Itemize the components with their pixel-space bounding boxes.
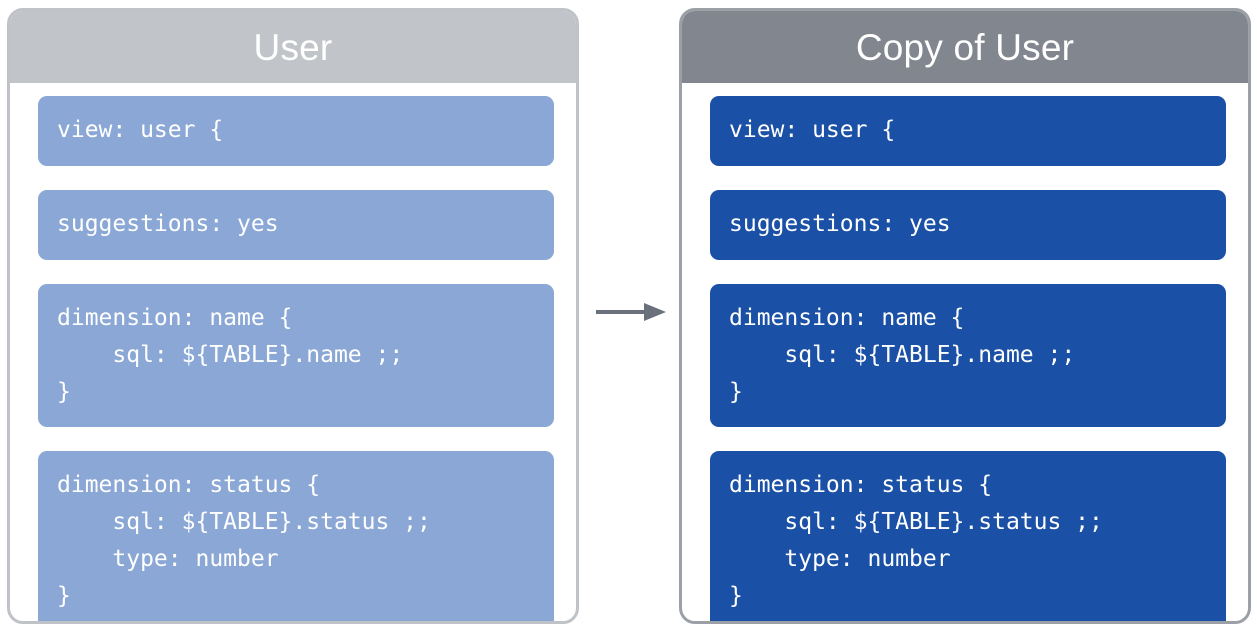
code-block-suggestions: suggestions: yes (38, 190, 554, 260)
panel-copy-body: view: user { suggestions: yes dimension:… (682, 83, 1248, 621)
code-block-suggestions-copy: suggestions: yes (710, 190, 1226, 260)
arrow-right-icon (596, 300, 666, 324)
panel-source-body: view: user { suggestions: yes dimension:… (10, 83, 576, 621)
panel-copy-title: Copy of User (682, 11, 1248, 83)
panel-source-title: User (10, 11, 576, 83)
panel-copy-view: Copy of User view: user { suggestions: y… (679, 8, 1251, 624)
code-block-view: view: user { (38, 96, 554, 166)
code-block-dimension-status-copy: dimension: status { sql: ${TABLE}.status… (710, 451, 1226, 621)
code-block-dimension-name: dimension: name { sql: ${TABLE}.name ;; … (38, 284, 554, 427)
code-block-view-copy: view: user { (710, 96, 1226, 166)
code-block-dimension-status: dimension: status { sql: ${TABLE}.status… (38, 451, 554, 621)
panel-source-view: User view: user { suggestions: yes dimen… (7, 8, 579, 624)
code-block-dimension-name-copy: dimension: name { sql: ${TABLE}.name ;; … (710, 284, 1226, 427)
